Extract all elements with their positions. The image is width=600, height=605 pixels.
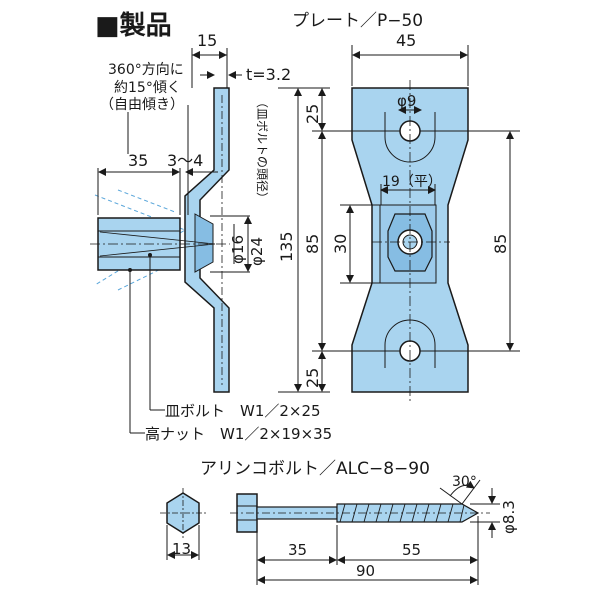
anchor-diameter-label: φ8.3 (500, 500, 518, 534)
shank-length-label: 35 (288, 541, 307, 559)
section-title: ■製品 (95, 11, 172, 41)
tilt-note-line2: 約15°傾く (114, 80, 181, 96)
hole-dimension: φ9 (397, 92, 422, 114)
anchor-diameter-dimension: φ8.3 (470, 488, 518, 538)
anchor-side-view (230, 493, 490, 533)
front-middle-label: 85 (303, 234, 322, 254)
side-width-label: 15 (197, 31, 217, 50)
hex-size-label: 13 (172, 540, 191, 558)
nut-part-label: 高ナット W1／2×19×35 (145, 425, 332, 443)
nut-length-dimension: 35 (97, 151, 181, 215)
thickness-dimension: t=3.2 (200, 65, 291, 84)
part-callouts (128, 253, 165, 434)
anchor-end-view: 13 (160, 488, 206, 560)
thickness-label: t=3.2 (246, 65, 291, 84)
front-right-label: 85 (491, 234, 510, 254)
front-top-label: 25 (303, 104, 322, 124)
tilt-note-line3: （自由傾き） (100, 97, 184, 113)
front-bottom-label: 25 (303, 368, 322, 388)
anchor-length-dimensions: 35 55 90 (256, 516, 479, 585)
gap-label: 3〜4 (167, 151, 203, 170)
diameter-dimension: φ16 φ24 （皿ボルトの頭径） (210, 96, 269, 273)
nut-length-label: 35 (128, 151, 148, 170)
front-left-dimensions: 25 85 25 (303, 88, 400, 392)
front-width-dimension: 45 (351, 31, 469, 86)
plate-label: プレート／P−50 (292, 11, 423, 31)
anchor-title: アリンコボルト／ALC−8−90 (200, 459, 430, 479)
head-diameter-note: （皿ボルトの頭径） (255, 96, 269, 204)
tip-angle: 30° (439, 474, 481, 505)
dia-inner-label: φ16 (229, 235, 247, 264)
front-right-dimension: 85 (420, 130, 520, 352)
tip-angle-label: 30° (452, 474, 477, 490)
hole-label: φ9 (397, 92, 416, 110)
dia-outer-label: φ24 (248, 237, 266, 266)
side-view (90, 87, 230, 393)
flat-width-dimension: 19（平） (380, 174, 442, 205)
front-width-label: 45 (396, 31, 416, 50)
bolt-part-label: 皿ボルト W1／2×25 (165, 402, 321, 420)
total-length-label: 90 (356, 562, 375, 580)
side-width-dimension: 15 (191, 31, 228, 88)
tilt-note-line1: 360°方向に (108, 62, 184, 78)
flat-width-label: 19（平） (382, 174, 442, 190)
plate-side (184, 87, 230, 393)
thread-length-label: 55 (402, 541, 421, 559)
gap-dimension: 3〜4 (167, 151, 218, 176)
side-total-label: 135 (277, 231, 296, 262)
side-total-dimension: 135 (277, 87, 330, 393)
front-view (351, 80, 469, 402)
flat-height-dimension: 30 (331, 204, 380, 284)
flat-height-label: 30 (331, 234, 350, 254)
